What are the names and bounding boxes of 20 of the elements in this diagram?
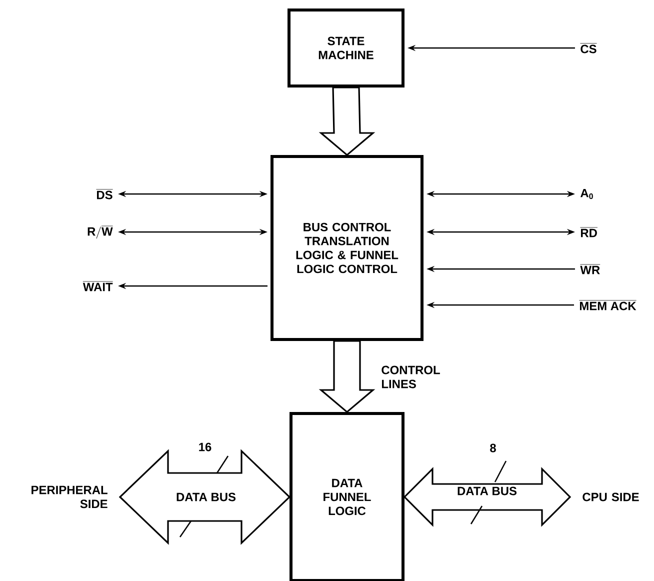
signal-name: $\overline{\textbf{WAIT}}$ [82,281,113,292]
signal-name: $\overline{\textbf{MEM ACK}}$ [579,300,636,310]
signal-name: A$_{0}$ [580,188,593,200]
edge-label: DATA BUS [456,486,518,496]
signal-name: $\overline{\textbf{WR}}$ [580,264,600,274]
signal-name: $\textbf{R}/\overline{\textbf{W}}$ [88,226,113,239]
bus-width-label: 8 [490,444,496,452]
side-label: CPU SIDE [582,492,639,502]
bus-width-label: 16 [199,442,212,452]
block-box: DATA FUNNEL LOGIC [290,412,404,581]
signal-name: $\overline{\textbf{DS}}$ [96,189,113,200]
bus-arrow [318,86,376,156]
signal-name: $\overline{\textbf{CS}}$ [580,43,597,54]
signal-name: $\overline{\textbf{RD}}$ [580,227,598,238]
bus-arrow [318,340,376,414]
edge-label: DATA BUS [175,492,237,502]
block-box: STATE MACHINE [288,8,404,88]
edge-label: CONTROL LINES [382,366,440,388]
side-label: PERIPHERAL SIDE [32,486,108,508]
block-box: BUS CONTROL TRANSLATION LOGIC & FUNNEL LOGIC CONTROL [270,155,424,341]
